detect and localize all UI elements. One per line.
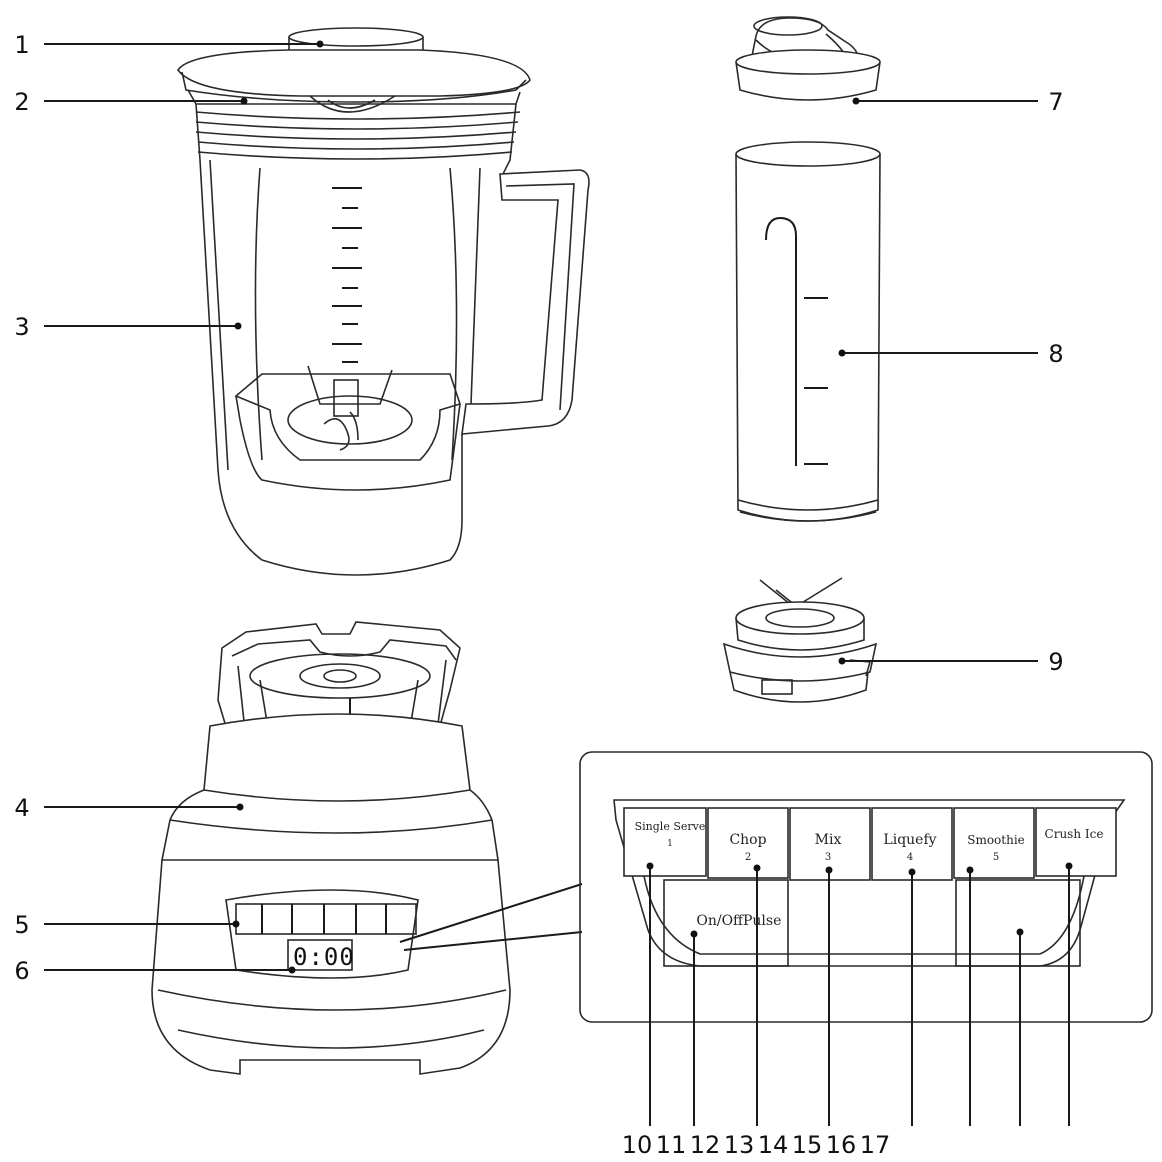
preset-label-6: Crush Ice: [1045, 827, 1104, 841]
control-panel-zoom: Single Serve 1 Chop 2 Mix 3 Liquefy 4 Sm…: [579, 751, 1153, 1023]
preset-label-3: Mix: [815, 832, 842, 848]
callout-7: 7: [1048, 88, 1063, 116]
callout-17: 17: [860, 1131, 891, 1159]
callout-3: 3: [14, 313, 29, 341]
callout-9: 9: [1048, 648, 1063, 676]
blender-jar: [177, 27, 590, 576]
preset-num-1: 1: [667, 839, 673, 849]
preset-button-4[interactable]: [871, 807, 953, 881]
jar-measurement-marks: [332, 187, 362, 363]
callout-5: 5: [14, 911, 29, 939]
preset-label-1: Single Serve: [635, 820, 706, 833]
callout-13: 13: [724, 1131, 755, 1159]
pulse-label: Pulse: [743, 913, 781, 929]
preset-num-5: 5: [993, 852, 999, 863]
base-control-strip: [225, 889, 419, 979]
callout-16: 16: [826, 1131, 857, 1159]
callout-4: 4: [14, 794, 29, 822]
pulse-button[interactable]: [955, 879, 1081, 967]
callout-15: 15: [792, 1131, 823, 1159]
base-lcd-display: 0:00: [287, 939, 355, 971]
callout-12: 12: [690, 1131, 721, 1159]
leader-lines: [44, 40, 1073, 1126]
lid: [177, 49, 531, 113]
preset-num-2: 2: [745, 852, 751, 863]
on-off-label: On/Off: [696, 913, 744, 929]
motor-base: 0:00: [151, 621, 583, 1075]
jar-handle: [461, 169, 590, 435]
cup-blade-assembly: [722, 577, 878, 703]
callout-14: 14: [758, 1131, 789, 1159]
display-time: 0:00: [293, 943, 355, 971]
preset-label-2: Chop: [729, 832, 766, 848]
on-off-button[interactable]: [663, 879, 789, 967]
travel-cup-lid: [735, 16, 881, 101]
callout-6: 6: [14, 957, 29, 985]
callout-10: 10: [622, 1131, 653, 1159]
preset-num-4: 4: [907, 852, 913, 863]
callout-2: 2: [14, 88, 29, 116]
callout-1: 1: [14, 31, 29, 59]
preset-button-5[interactable]: [953, 807, 1035, 879]
preset-button-6[interactable]: [1035, 807, 1117, 877]
jar-blade-assembly: [234, 365, 462, 491]
travel-cup: [735, 141, 881, 522]
preset-num-3: 3: [825, 852, 831, 863]
callout-numbers: 1 2 3 4 5 6 7 8 9 10 11 12 13 14 15 16 1…: [14, 31, 1063, 1159]
callout-11: 11: [656, 1131, 687, 1159]
callout-8: 8: [1048, 340, 1063, 368]
preset-label-5: Smoothie: [967, 833, 1025, 847]
preset-label-4: Liquefy: [883, 832, 936, 848]
preset-button-1[interactable]: [623, 807, 707, 877]
preset-button-2[interactable]: [707, 807, 789, 879]
